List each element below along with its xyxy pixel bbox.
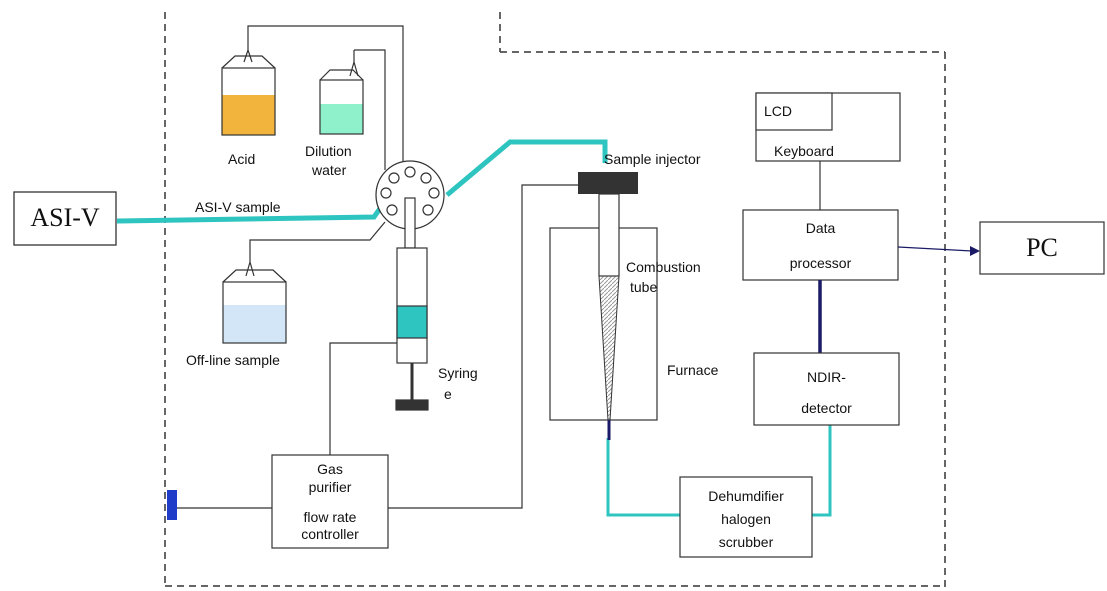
combustion-tube-catalyst — [598, 275, 620, 421]
instrument-boundary — [164, 12, 946, 587]
gas-purifier-label-1: Gas — [317, 461, 343, 477]
data-processor-box — [742, 209, 899, 281]
asiv-sample-label: ASI-V sample — [195, 199, 281, 215]
dilution-water-bottle — [319, 59, 364, 135]
sample-injector-label: Sample injector — [604, 151, 701, 167]
data-processor-label-1: Data — [805, 220, 836, 236]
keyboard-label: Keyboard — [774, 143, 834, 159]
combustion-label-2: tube — [630, 279, 658, 295]
gas-purifier-label-2: purifier — [308, 479, 352, 495]
water-label: water — [312, 162, 347, 178]
lcd-box — [755, 92, 833, 131]
thin-connections — [177, 25, 821, 509]
syringe-label-1: Syring — [438, 365, 478, 381]
ndir-detector-box — [753, 352, 900, 426]
gas-purifier-label-3: flow rate — [303, 509, 357, 525]
offline-sample-label: Off-line sample — [186, 352, 280, 368]
furnace-label: Furnace — [667, 362, 719, 378]
dehumidifier-label-1: Dehumdifier — [708, 488, 784, 504]
syringe-label-2: e — [444, 386, 452, 402]
dehumidifier-label-2: halogen — [721, 511, 771, 527]
syringe — [395, 247, 429, 411]
asiv-box-label: ASI-V — [30, 203, 100, 232]
pc-arrow — [970, 246, 980, 256]
dehumidifier-box — [679, 476, 813, 558]
ndir-label-2: detector — [801, 400, 852, 416]
offline-sample-bottle — [222, 259, 287, 344]
dehumidifier-label-3: scrubber — [718, 534, 774, 550]
gas-purifier-box — [271, 454, 389, 549]
ndir-label-1: NDIR- — [807, 369, 846, 385]
gas-purifier-label-4: controller — [301, 526, 359, 542]
lcd-label: LCD — [764, 103, 793, 119]
combustion-label-1: Combustion — [626, 259, 701, 275]
sample-injector — [578, 172, 638, 194]
combustion-tube-top — [598, 193, 620, 277]
pc-box — [979, 221, 1105, 275]
data-to-pc-line — [897, 246, 973, 252]
dilution-label: Dilution — [305, 143, 352, 159]
acid-bottle — [221, 48, 276, 136]
teal-gas-lines — [606, 425, 832, 517]
data-processor-label-2: processor — [789, 255, 852, 271]
gas-inlet-port — [167, 490, 177, 520]
asiv-box — [13, 191, 117, 246]
acid-label: Acid — [228, 151, 256, 167]
teal-sample-lines — [116, 139, 608, 224]
pc-label: PC — [1026, 233, 1058, 262]
rotary-valve — [375, 160, 445, 249]
